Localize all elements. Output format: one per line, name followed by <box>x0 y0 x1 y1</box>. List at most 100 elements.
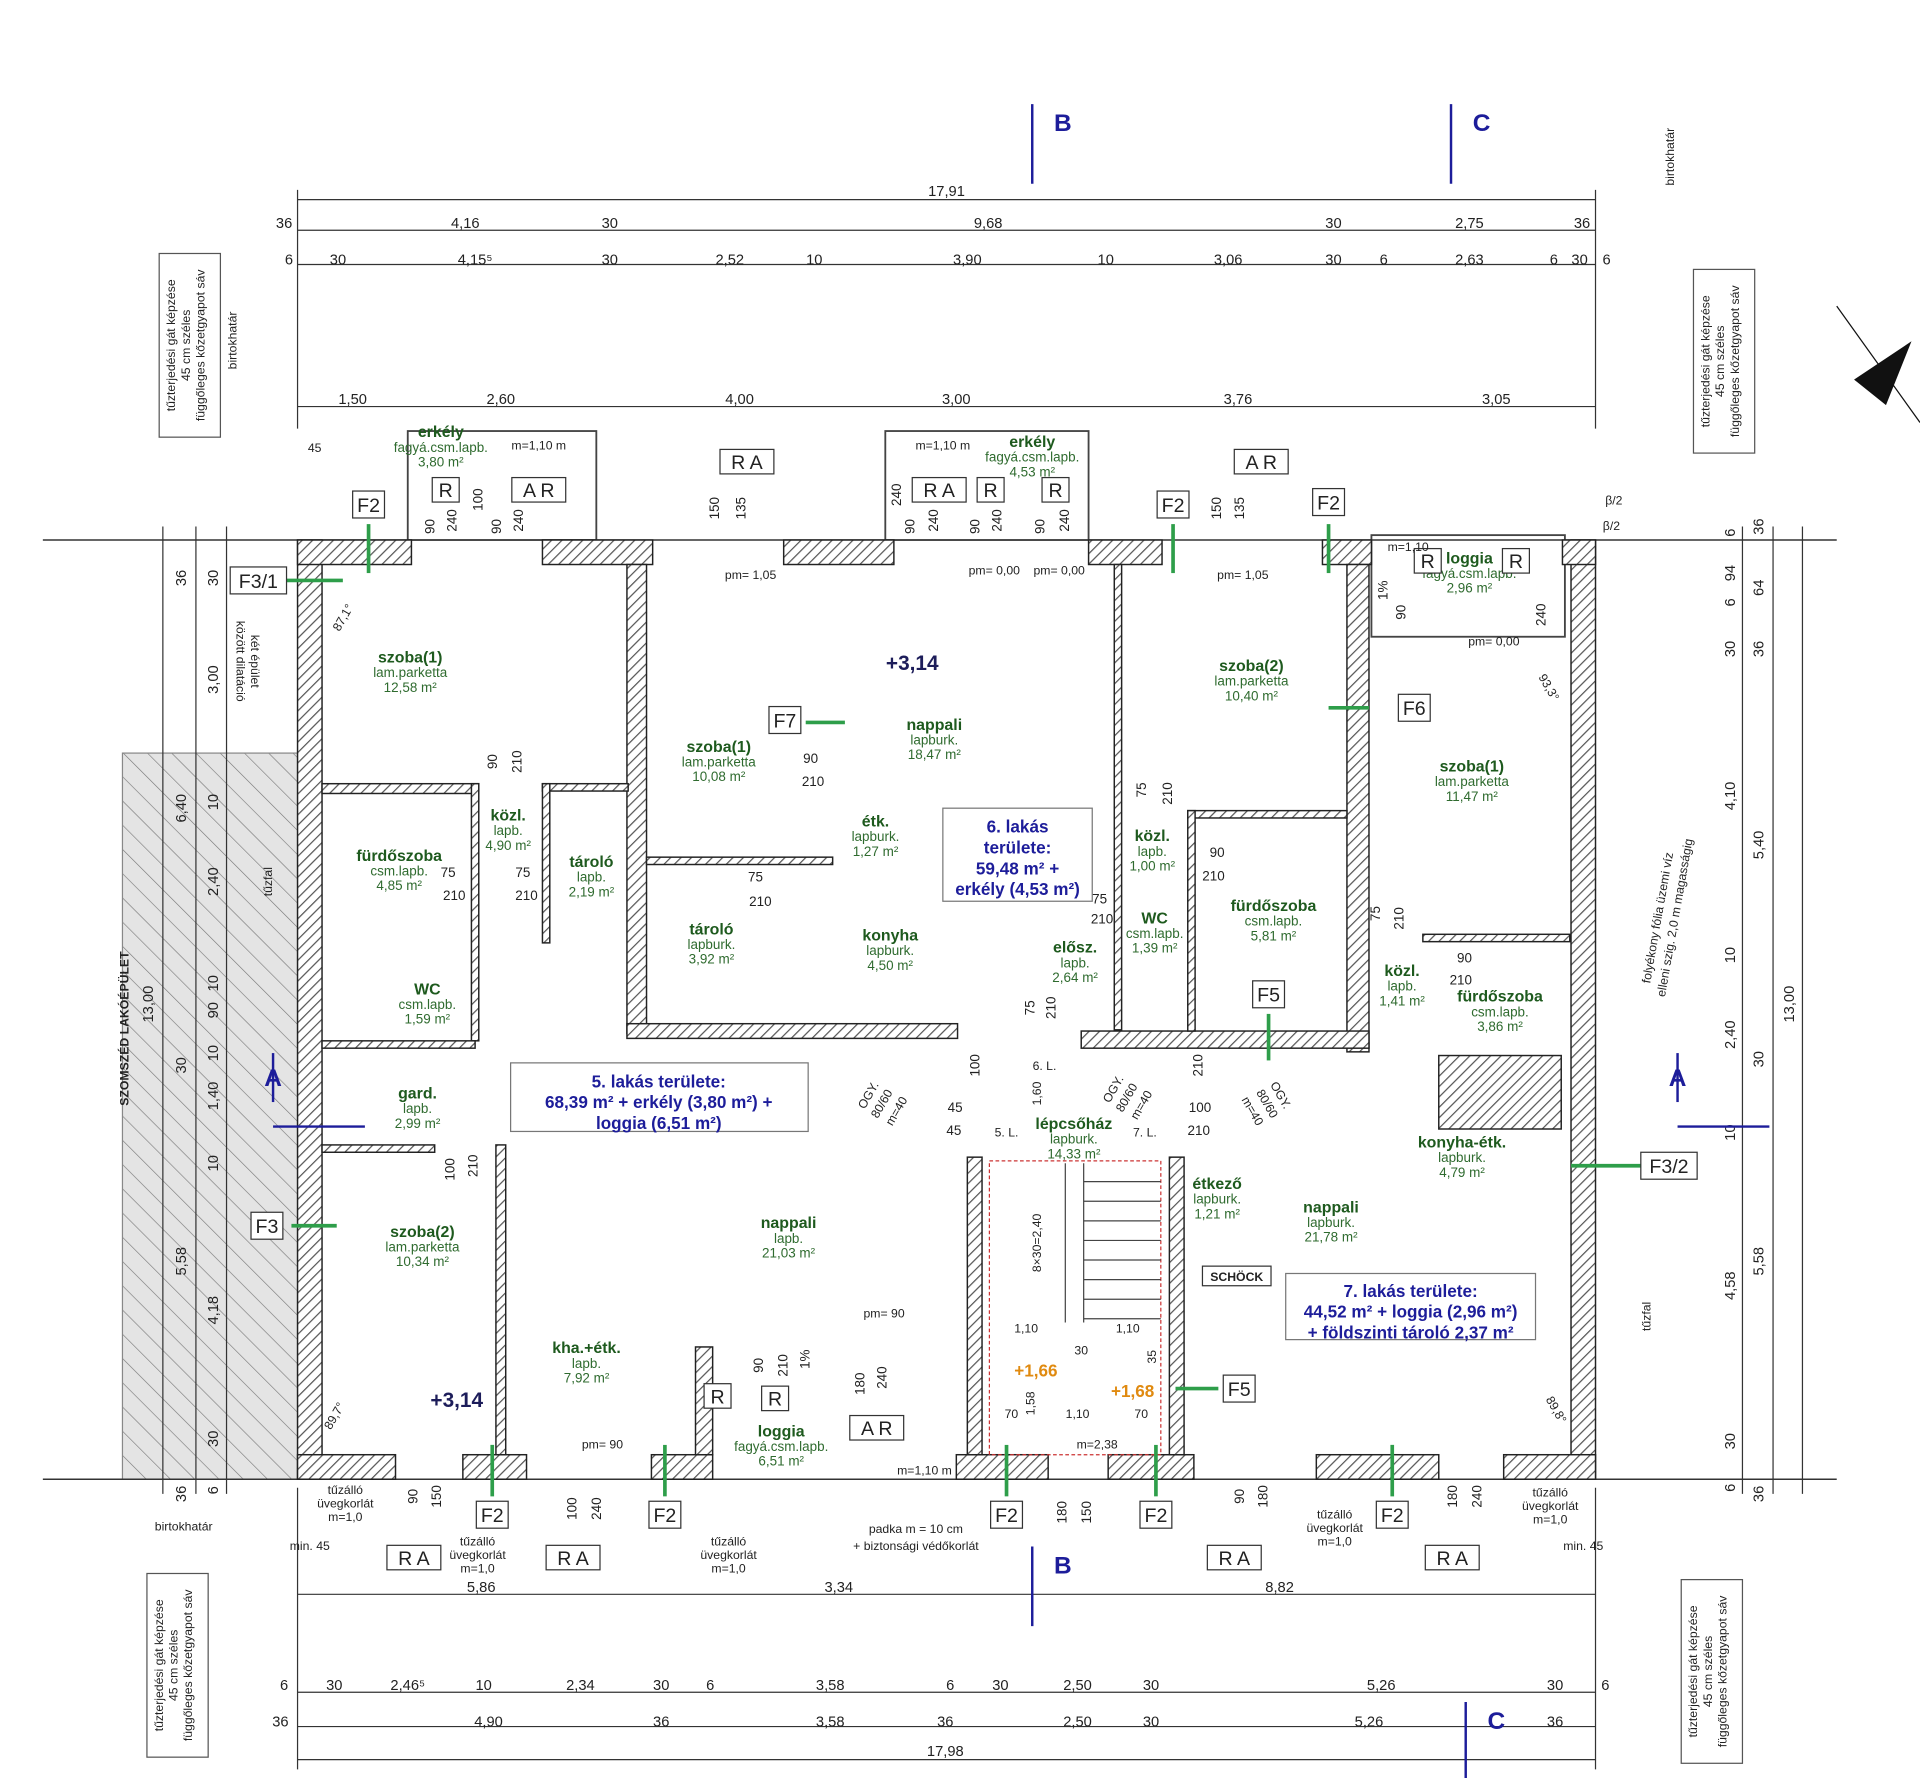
room-finish: csm.lapb. <box>399 997 457 1012</box>
dimension-label: 94 <box>1723 565 1739 581</box>
dimension-label: 30 <box>1723 641 1739 657</box>
door-dimension: 180 <box>852 1372 867 1394</box>
annotation: min. 45 <box>1563 1539 1603 1553</box>
room-name: elősz. <box>1053 940 1097 957</box>
dimension-label: 30 <box>1325 216 1341 232</box>
window-tag: F2 <box>995 1505 1018 1527</box>
ra-tag-box <box>703 1383 732 1409</box>
room-area: 1,39 m² <box>1132 941 1178 956</box>
glass-railing-note: tűzálló <box>1317 1507 1353 1521</box>
room-name: fürdőszoba <box>1457 989 1543 1006</box>
window-tag: F2 <box>357 495 380 517</box>
window-tag-box <box>768 705 802 735</box>
annotation: 5. L. <box>995 1125 1019 1139</box>
ra-tag: R A <box>557 1548 589 1570</box>
room-area: 1,21 m² <box>1194 1206 1240 1221</box>
property-line-label: birtokhatár <box>155 1520 213 1534</box>
door-dimension: 100 <box>470 488 485 510</box>
ledge-note: + biztonsági védőkorlát <box>853 1539 979 1553</box>
room-area: 3,86 m² <box>1477 1019 1523 1034</box>
door-dimension: 150 <box>707 497 722 519</box>
firewall-label: tűzfal <box>261 867 275 896</box>
door-dimension: 90 <box>751 1358 766 1373</box>
dimension-label: 6 <box>1723 529 1739 537</box>
room-area: 6,51 m² <box>758 1454 804 1469</box>
door-dimension: 210 <box>1091 911 1113 926</box>
room-area: 3,92 m² <box>689 952 735 967</box>
dimension-label: 6 <box>946 1678 954 1694</box>
window-tag-box <box>250 1211 284 1240</box>
ra-tag: A R <box>1245 452 1277 474</box>
window-tag: F3 <box>256 1216 279 1238</box>
room-area: 7,92 m² <box>564 1370 610 1385</box>
glass-railing-note: m=1,0 <box>460 1561 495 1575</box>
room-finish: lapb. <box>1138 844 1167 859</box>
dimension-label: 10 <box>1098 253 1114 269</box>
dimension-label: 4,00 <box>725 392 754 408</box>
room-finish: lapburk. <box>687 937 735 952</box>
door-dimension: 240 <box>875 1366 890 1388</box>
window-tag: F2 <box>1381 1505 1404 1527</box>
dimension-label: 5,58 <box>1751 1247 1767 1276</box>
dimension-label: 36 <box>937 1715 953 1731</box>
section-mark: C <box>1487 1708 1505 1735</box>
dimension-label: 3,00 <box>942 392 971 408</box>
fire-strip-note: tűzterjedési gát képzése <box>1698 295 1712 427</box>
glass-railing-note: m=1,0 <box>328 1510 363 1524</box>
glass-railing-note: üvegkorlát <box>700 1548 757 1562</box>
fire-strip-note-box <box>1680 1579 1744 1764</box>
room-area: 12,58 m² <box>384 680 438 695</box>
dimension-label: 30 <box>602 216 618 232</box>
door-dimension: 75 <box>441 865 456 880</box>
room-area: 4,90 m² <box>485 838 531 853</box>
room-area: 2,96 m² <box>1447 581 1493 596</box>
door-dimension: 75 <box>1134 782 1149 797</box>
window-tag: F7 <box>773 710 796 732</box>
dimension-label: 6 <box>206 1486 222 1494</box>
dimension-total: 17,98 <box>927 1744 964 1760</box>
annotation: 45 <box>308 441 322 455</box>
ra-tag: R <box>1509 551 1523 573</box>
door-dimension: 240 <box>926 509 941 531</box>
door-dimension: 45 <box>948 1100 963 1115</box>
door-dimension: 90 <box>1210 845 1225 860</box>
level-mark: +1,66 <box>1014 1360 1057 1380</box>
dilatation-note: között dilatáció <box>233 621 247 702</box>
dimension-label: 6 <box>280 1678 288 1694</box>
apartment-summary-box <box>1285 1272 1537 1341</box>
dimension-label: 3,06 <box>1214 253 1243 269</box>
room-name: szoba(2) <box>390 1224 455 1241</box>
annotation: 1,10 <box>1014 1321 1038 1335</box>
dimension-label: 36 <box>276 216 292 232</box>
dimension-label: 13,00 <box>1782 986 1798 1023</box>
room-name: közl. <box>1135 828 1170 845</box>
room-finish: fagyá.csm.lapb. <box>1422 566 1516 581</box>
dimension-label: 5,86 <box>467 1580 496 1596</box>
room-name: közl. <box>490 807 525 824</box>
room-area: 4,79 m² <box>1439 1165 1485 1180</box>
room-area: 4,85 m² <box>376 878 422 893</box>
annotation: 6. L. <box>1033 1059 1057 1073</box>
glass-railing-note: tűzálló <box>1533 1485 1569 1499</box>
dimension-label: 36 <box>1751 518 1767 534</box>
window-tag-box <box>1312 487 1346 517</box>
room-name: loggia <box>1446 550 1493 567</box>
ra-tag-box <box>1206 1544 1262 1571</box>
apartment-summary-line: erkély (4,53 m²) <box>955 879 1080 899</box>
section-mark: B <box>1054 110 1072 137</box>
room-name: szoba(1) <box>378 649 443 666</box>
dimension-label: 4,58 <box>1723 1271 1739 1300</box>
room-area: 11,47 m² <box>1446 789 1499 804</box>
dimension-label: 5,40 <box>1751 831 1767 860</box>
door-dimension: 90 <box>1394 605 1409 620</box>
glass-railing-note: üvegkorlát <box>317 1496 374 1510</box>
annotation: pm= 0,00 <box>1034 563 1086 577</box>
ra-tag: R <box>439 480 453 502</box>
fire-strip-note: függőleges kőzetgyapot sáv <box>181 1589 195 1742</box>
door-dimension: 90 <box>1457 950 1472 965</box>
room-finish: csm.lapb. <box>370 864 428 879</box>
dimension-label: 4,18 <box>206 1296 222 1325</box>
dimension-label: 36 <box>1751 1486 1767 1502</box>
apartment-summary-line: + földszinti tároló 2,37 m² <box>1308 1322 1514 1342</box>
ra-tag-box <box>761 1385 790 1412</box>
